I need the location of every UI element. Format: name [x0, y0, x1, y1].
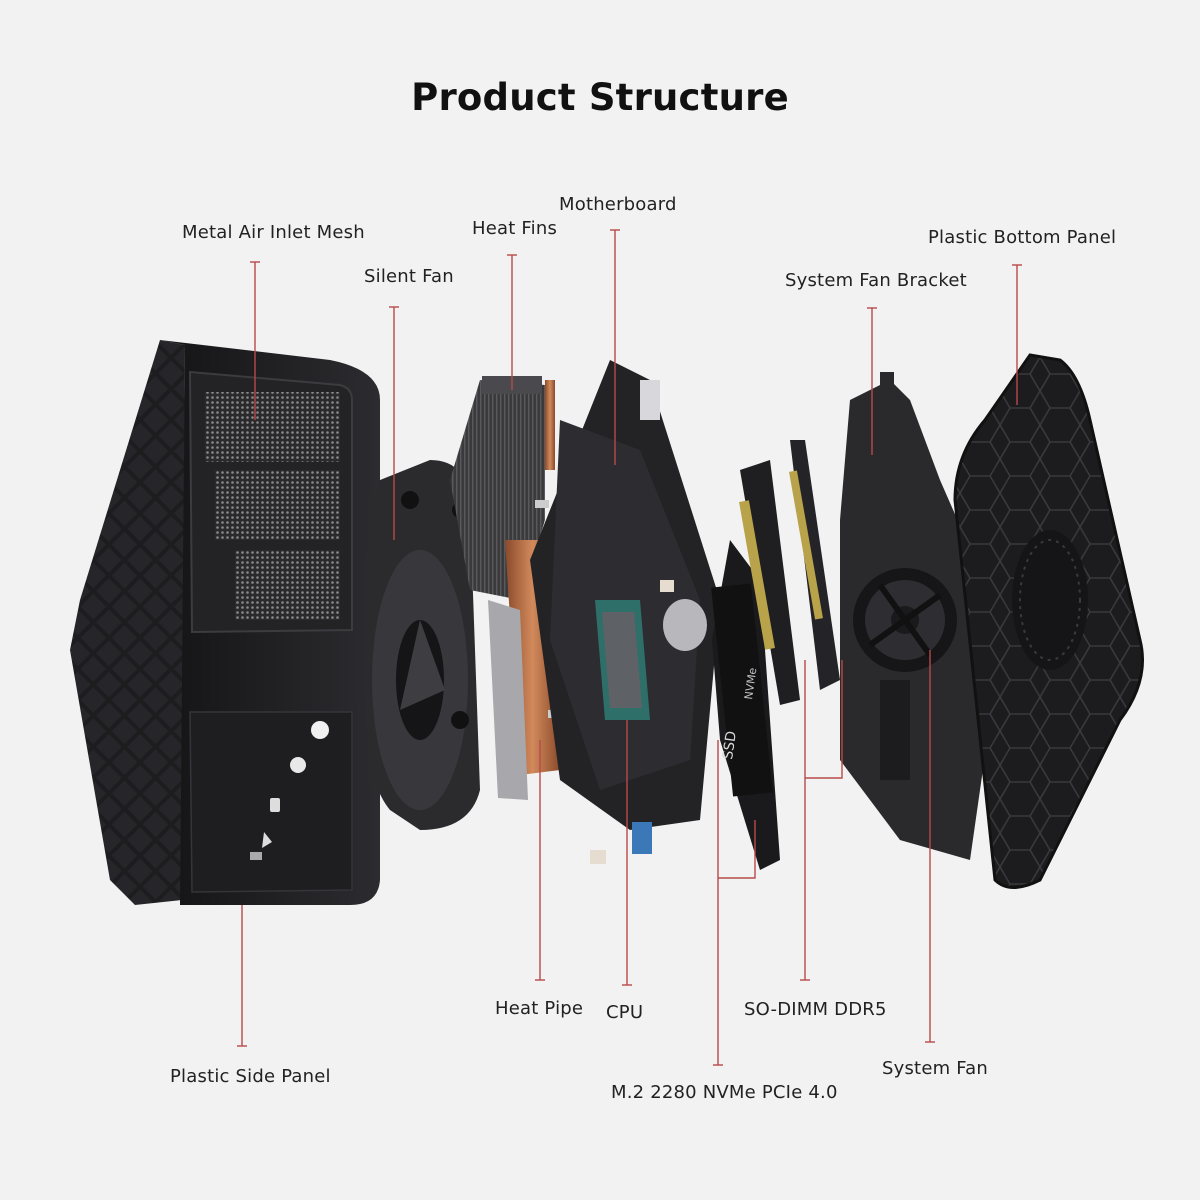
label-heat-pipe: Heat Pipe [495, 998, 584, 1019]
motherboard-shape [530, 360, 720, 864]
label-plastic-bottom-panel: Plastic Bottom Panel [928, 227, 1117, 248]
label-plastic-side-panel: Plastic Side Panel [170, 1066, 331, 1087]
label-motherboard: Motherboard [559, 194, 677, 215]
so-dimm-shape [739, 440, 840, 705]
ssd-sticker-text: SSD [720, 730, 740, 761]
label-heat-fins: Heat Fins [472, 218, 558, 239]
label-system-fan: System Fan [882, 1058, 988, 1079]
bottom-panel-shape [953, 353, 1144, 889]
page-title: Product Structure [411, 76, 789, 119]
label-system-fan-bracket: System Fan Bracket [785, 270, 967, 291]
label-metal-air-inlet-mesh: Metal Air Inlet Mesh [182, 222, 365, 243]
heatsink [450, 376, 562, 800]
silent-fan [365, 460, 480, 830]
leader-so-dimm [804, 660, 843, 980]
label-silent-fan: Silent Fan [364, 266, 454, 287]
ssd-sticker-text2: NVMe [742, 667, 759, 701]
leader-m2-ssd [717, 740, 756, 1065]
label-so-dimm-ddr5: SO-DIMM DDR5 [744, 999, 887, 1020]
chassis [70, 340, 380, 905]
label-m2-ssd: M.2 2280 NVMe PCIe 4.0 [611, 1082, 838, 1103]
fan-bracket-shape [840, 372, 990, 860]
label-cpu: CPU [606, 1002, 644, 1023]
leader-lines [237, 229, 1022, 1066]
